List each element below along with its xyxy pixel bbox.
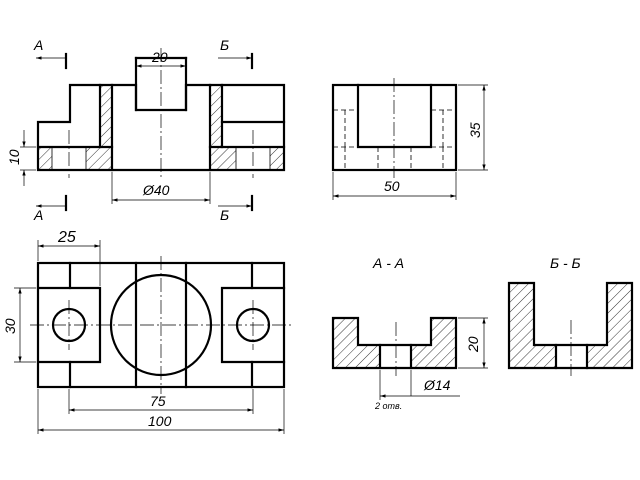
side-outline — [331, 83, 458, 172]
section-mark-b-bottom: Б — [220, 207, 229, 223]
hatch-region — [86, 147, 112, 170]
dim-20-section: 20 — [465, 336, 481, 353]
hatch-region — [38, 147, 52, 170]
hatch-region — [210, 85, 222, 147]
section-mark-a-bottom: А — [33, 207, 43, 223]
dim-75: 75 — [150, 393, 166, 409]
front-view: А А Б Б 20 10 Ø40 — [6, 37, 286, 223]
section-aa-title: А - А — [372, 255, 404, 271]
top-view: 25 30 75 100 — [2, 229, 292, 434]
section-aa-outline — [331, 316, 458, 370]
section-bb-title: Б - Б — [550, 255, 581, 271]
dim-50: 50 — [384, 178, 400, 194]
section-aa: А - А 20 Ø14 2 отв. — [331, 255, 488, 411]
hatch-region — [270, 147, 284, 170]
dim-25: 25 — [57, 229, 76, 246]
section-bb-outline — [507, 281, 634, 370]
holes-note: 2 отв. — [374, 401, 402, 411]
hatch-region — [100, 85, 112, 147]
dim-30: 30 — [2, 318, 18, 334]
section-mark-a-top: А — [33, 37, 43, 53]
section-mark-b-top: Б — [220, 37, 229, 53]
dim-dia14: Ø14 — [423, 377, 451, 393]
dim-100: 100 — [148, 413, 172, 429]
dim-10: 10 — [6, 149, 22, 165]
section-bb: Б - Б — [507, 255, 634, 376]
dim-20-top: 20 — [151, 49, 168, 65]
hatch-region — [210, 147, 236, 170]
dim-35: 35 — [467, 122, 483, 138]
side-view: 35 50 — [331, 78, 488, 200]
dim-dia40: Ø40 — [142, 182, 170, 198]
